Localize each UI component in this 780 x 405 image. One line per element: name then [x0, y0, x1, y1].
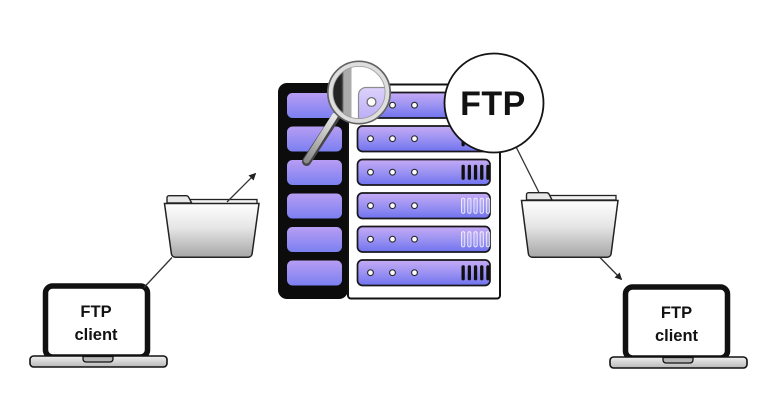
server-row-chassis [356, 259, 491, 287]
server-rows [356, 91, 491, 287]
left-client-label-line1: FTP [80, 303, 111, 321]
server-panel-block [287, 160, 342, 185]
server-led-icon [389, 135, 396, 143]
server-vent-icon [480, 265, 484, 281]
server-vent-icon [467, 231, 472, 248]
server-led-icon [367, 135, 374, 143]
server-led-icon [389, 202, 396, 210]
upload-arrow [226, 172, 257, 203]
server-led-icon [389, 269, 396, 277]
download-folder-icon [520, 192, 619, 258]
laptop-icon [609, 284, 748, 369]
server-led-icon [367, 235, 374, 243]
server-led-icon [411, 135, 418, 143]
server-led-icon [411, 269, 418, 277]
folder-tab [166, 195, 193, 204]
server-vent-icon [480, 164, 484, 180]
server-vent-icon [486, 164, 490, 180]
server-row [356, 259, 491, 287]
server-vent-icon [479, 231, 484, 248]
folder-tab [525, 192, 554, 201]
server-vent-icon [461, 197, 466, 214]
server-vent-icon [461, 231, 466, 248]
server-led-icon [411, 168, 418, 176]
lens-magnified-border-band [342, 66, 352, 119]
server-vent-icon [485, 231, 491, 248]
right-client-label-line2: client [655, 327, 699, 345]
server-led-icon [411, 235, 418, 243]
left-client-group: FTP client [29, 283, 168, 368]
server-panel-block [287, 260, 342, 286]
server-vent-icon [479, 197, 484, 214]
laptop-notch [82, 355, 114, 363]
magnifier-ring-body [327, 61, 391, 124]
server-led-icon [367, 168, 374, 176]
download-arrow [599, 257, 623, 281]
magnifier-icon [302, 60, 392, 166]
server-led-icon [411, 202, 418, 210]
server-vent-icon [473, 197, 478, 214]
server-led-icon [389, 235, 396, 243]
server-vent-icon [473, 265, 478, 281]
lens-magnified-led [366, 96, 377, 108]
server-vent-icon [485, 197, 491, 214]
right-client-group: FTP client [609, 284, 748, 369]
laptop-screen [42, 283, 151, 360]
lens-magnified-panel-edge [332, 66, 342, 119]
laptop-screen [622, 284, 731, 361]
protocol-label: FTP [460, 85, 526, 123]
server-led-icon [411, 101, 418, 109]
magnifier-ring-inner [332, 65, 386, 120]
server-led-icon [389, 168, 396, 176]
server-led-icon [389, 101, 396, 109]
folder-body [163, 202, 260, 258]
magnifier-ring-outer [326, 60, 392, 125]
server-vent-icon [461, 265, 465, 281]
server-led-icon [367, 269, 374, 277]
protocol-circle-bubble [443, 52, 545, 154]
magnifier-handle [303, 112, 338, 164]
server-vent-icon [486, 265, 490, 281]
server-vent-icon [467, 197, 472, 214]
server-vent-icon [473, 231, 478, 248]
folder-body [520, 199, 619, 258]
server-vent-icon [467, 164, 471, 180]
server-vent-icon [467, 265, 471, 281]
left-laptop-folder-connector [143, 257, 173, 288]
protocol-circle: FTP [443, 52, 545, 154]
server-panel-block [287, 227, 342, 252]
server-led-icon [367, 202, 374, 210]
server-row-chassis [356, 158, 491, 186]
server-vent-icon [473, 164, 478, 180]
right-client-label-line1: FTP [661, 304, 692, 322]
upload-folder-icon [163, 195, 260, 258]
server-row [356, 192, 491, 220]
laptop-notch [662, 356, 694, 364]
left-client-label-line2: client [74, 326, 118, 344]
server-row [356, 225, 491, 253]
server-vent-icon [461, 164, 465, 180]
server-panel-block [287, 193, 342, 219]
server-row [356, 158, 491, 186]
laptop-icon [29, 283, 168, 368]
